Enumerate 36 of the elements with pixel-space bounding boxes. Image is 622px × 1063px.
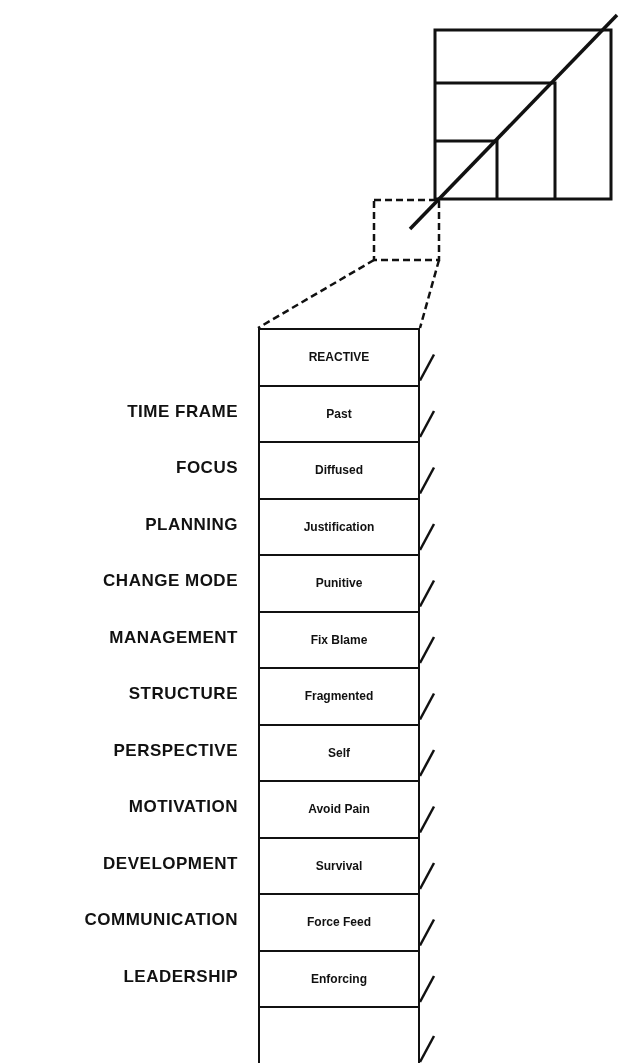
table-cell — [258, 441, 420, 500]
row-label: PERSPECTIVE — [113, 740, 238, 761]
cell-text: Enforcing — [311, 971, 367, 986]
cell-text: Diffused — [315, 463, 363, 478]
cell-text: REACTIVE — [308, 350, 370, 365]
row-label: PLANNING — [145, 514, 238, 535]
cell-text: Fix Blame — [310, 632, 368, 647]
row-label: LEADERSHIP — [123, 966, 238, 987]
table-cell — [258, 554, 420, 613]
table-cell — [258, 610, 420, 669]
cell-text: Fragmented — [304, 689, 374, 704]
table-cell — [258, 723, 420, 782]
row-label: COMMUNICATION — [84, 910, 238, 931]
table-cell — [258, 836, 420, 895]
cell-text: Punitive — [315, 576, 363, 591]
row-label: STRUCTURE — [128, 684, 238, 705]
row-label: FOCUS — [176, 458, 238, 479]
row-label: TIME FRAME — [127, 401, 238, 422]
cell-text: Past — [326, 406, 352, 421]
table-cell — [258, 893, 420, 952]
table-cell — [258, 667, 420, 726]
cell-text: Justification — [303, 519, 375, 534]
cell-text: Avoid Pain — [308, 802, 370, 817]
cell-text: Force Feed — [307, 915, 371, 930]
table-cell — [258, 497, 420, 556]
row-label: CHANGE MODE — [103, 571, 238, 592]
table-cell — [258, 328, 420, 387]
row-label: MOTIVATION — [128, 797, 238, 818]
row-label: DEVELOPMENT — [103, 853, 238, 874]
table-cell — [258, 384, 420, 443]
row-label: MANAGEMENT — [109, 627, 238, 648]
table-cell — [258, 949, 420, 1008]
cell-text: Self — [328, 745, 350, 760]
empty-cell — [258, 1006, 420, 1063]
table-cell — [258, 780, 420, 839]
cell-text: Survival — [315, 858, 363, 873]
